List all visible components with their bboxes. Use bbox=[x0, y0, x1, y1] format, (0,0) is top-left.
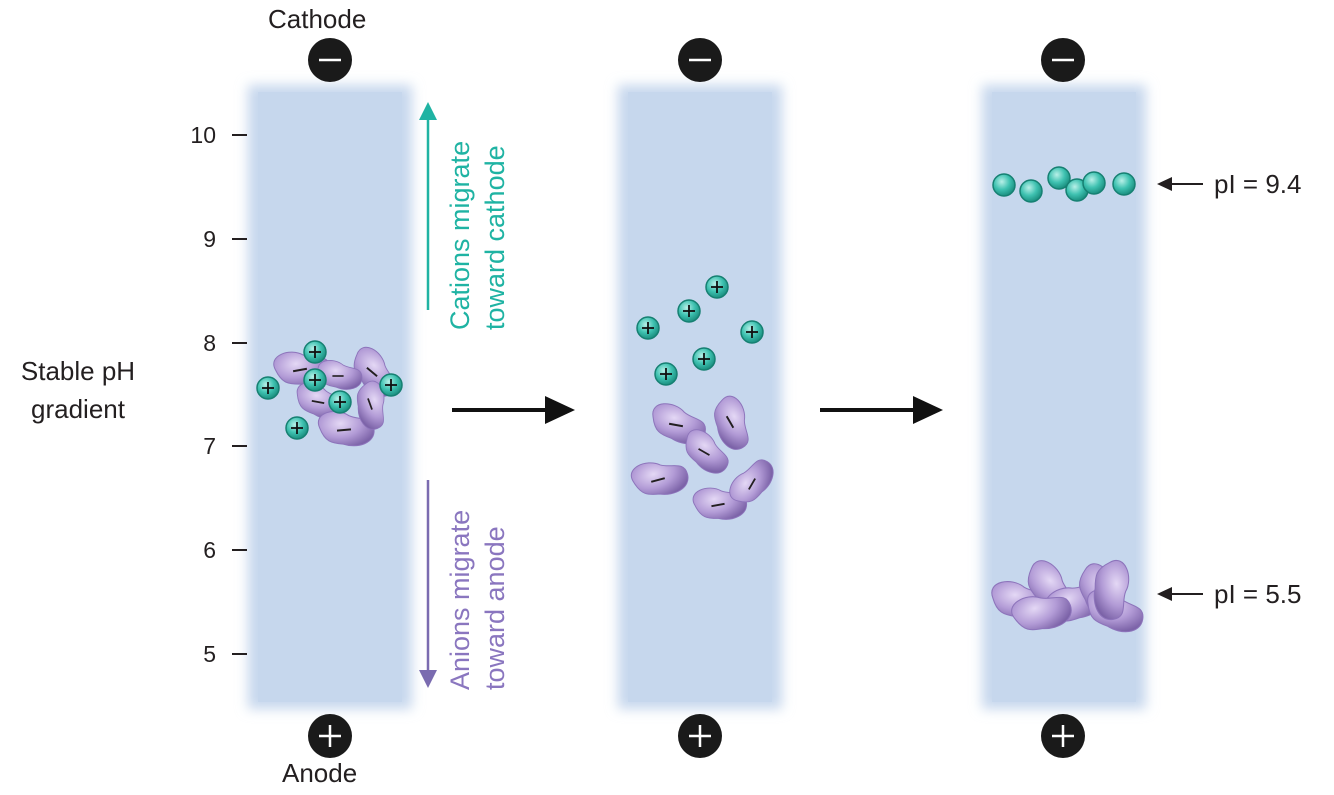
cation-molecule bbox=[636, 316, 660, 340]
cation-molecule bbox=[740, 320, 764, 344]
anion-molecule-focused bbox=[1093, 559, 1130, 620]
anions-annotation-line2: toward anode bbox=[480, 526, 510, 690]
molecule-layer bbox=[256, 166, 1144, 633]
cation-molecule-focused bbox=[1019, 179, 1043, 203]
cation-molecule-focused bbox=[992, 173, 1016, 197]
anode-plus-icon bbox=[678, 714, 722, 758]
cathode-minus-icon bbox=[1041, 38, 1085, 82]
electrode-layer bbox=[308, 38, 1085, 758]
axis-label-line2: gradient bbox=[31, 394, 125, 424]
anion-molecule bbox=[630, 462, 689, 495]
cation-molecule-focused bbox=[1082, 171, 1106, 195]
process-arrow-1 bbox=[452, 396, 575, 424]
pi-arrow-low bbox=[1157, 587, 1203, 601]
anion-molecule-focused bbox=[1011, 596, 1072, 631]
cation-molecule bbox=[303, 340, 327, 364]
process-arrow-2 bbox=[820, 396, 943, 424]
anion-migration-arrow bbox=[419, 480, 437, 688]
cation-migration-arrow bbox=[419, 102, 437, 310]
cation-molecule-focused bbox=[1112, 172, 1136, 196]
cation-molecule bbox=[692, 347, 716, 371]
cations-annotation-line1: Cations migrate bbox=[445, 140, 475, 330]
pi-high-label: pI = 9.4 bbox=[1214, 169, 1302, 199]
cathode-minus-icon bbox=[308, 38, 352, 82]
tick-label-5: 5 bbox=[203, 641, 216, 667]
tick-label-9: 9 bbox=[203, 226, 216, 252]
cation-molecule bbox=[379, 373, 403, 397]
cation-molecule bbox=[285, 416, 309, 440]
cation-molecule bbox=[705, 275, 729, 299]
gel-column-2 bbox=[618, 85, 782, 709]
tick-label-8: 8 bbox=[203, 330, 216, 356]
pi-arrow-high bbox=[1157, 177, 1203, 191]
anode-plus-icon bbox=[308, 714, 352, 758]
anode-plus-icon bbox=[1041, 714, 1085, 758]
tick-label-6: 6 bbox=[203, 537, 216, 563]
anion-molecule bbox=[685, 429, 729, 474]
cathode-minus-icon bbox=[678, 38, 722, 82]
cation-molecule bbox=[654, 362, 678, 386]
ph-axis-ticks bbox=[232, 134, 247, 655]
cation-molecule bbox=[303, 368, 327, 392]
tick-label-7: 7 bbox=[203, 433, 216, 459]
anion-molecule bbox=[714, 395, 749, 450]
anions-annotation-line1: Anions migrate bbox=[445, 509, 475, 690]
pi-low-label: pI = 5.5 bbox=[1214, 579, 1302, 609]
anode-label: Anode bbox=[282, 758, 358, 788]
cations-annotation-line2: toward cathode bbox=[480, 145, 510, 330]
anion-molecule bbox=[317, 360, 363, 390]
cation-molecule-focused bbox=[1047, 166, 1071, 190]
cation-molecule bbox=[677, 299, 701, 323]
tick-label-10: 10 bbox=[190, 122, 216, 148]
cation-molecule bbox=[256, 376, 280, 400]
anion-molecule bbox=[729, 459, 774, 503]
cathode-label: Cathode bbox=[268, 4, 367, 34]
cation-molecule bbox=[328, 390, 352, 414]
axis-label-line1: Stable pH bbox=[20, 356, 136, 386]
